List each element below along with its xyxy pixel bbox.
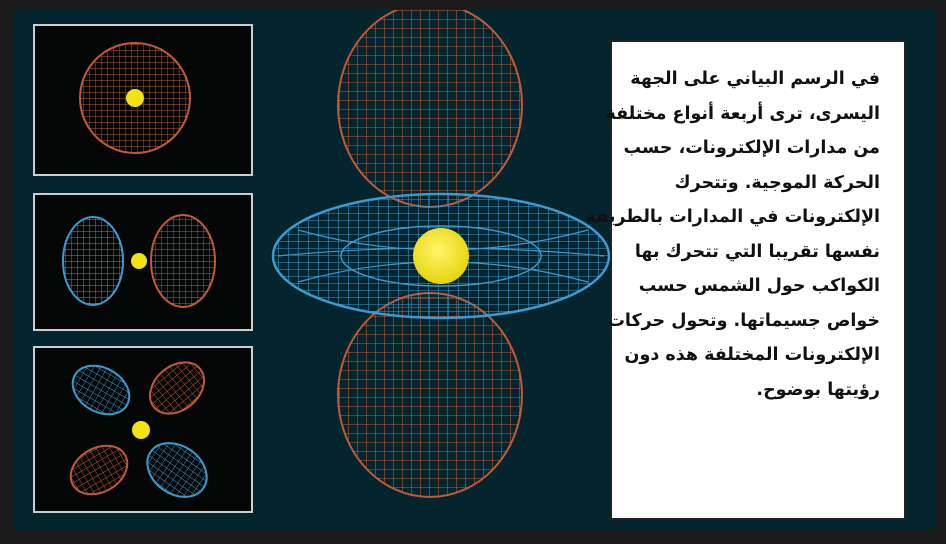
caption-box: في الرسم البياني على الجهة اليسرى، ترى أ…	[610, 40, 906, 520]
caption-text: في الرسم البياني على الجهة اليسرى، ترى أ…	[616, 62, 880, 407]
d-orbital-panel	[33, 346, 253, 513]
caption-line: في الرسم البياني على الجهة	[616, 62, 880, 97]
caption-line: نفسها تقريبا التي تتحرك بها	[616, 235, 880, 270]
caption-line: رؤيتها بوضوح.	[616, 373, 880, 408]
central-orbital	[258, 10, 628, 529]
illustration: في الرسم البياني على الجهة اليسرى، ترى أ…	[13, 10, 935, 529]
d-orbital-lobe-blue	[137, 432, 217, 508]
p-orbital-panel	[33, 193, 253, 331]
caption-line: الإلكترونات في المدارات بالطريقة	[616, 200, 880, 235]
p-orbital-lobe-blue	[63, 217, 123, 305]
d-orbital-lobe-orange	[62, 436, 136, 504]
caption-line: الكواكب حول الشمس حسب	[616, 269, 880, 304]
caption-line: اليسرى، ترى أربعة أنواع مختلفة	[616, 97, 880, 132]
caption-line: الحركة الموجية. وتتحرك	[616, 166, 880, 201]
caption-line: من مدارات الإلكترونات، حسب	[616, 131, 880, 166]
nucleus	[132, 421, 150, 439]
nucleus	[131, 253, 147, 269]
dz2-orbital-diagram	[258, 10, 628, 529]
nucleus	[126, 89, 144, 107]
s-orbital-diagram	[35, 26, 251, 174]
d-orbital-diagram	[35, 348, 251, 511]
dz2-lower-lobe	[338, 293, 522, 497]
caption-line: الإلكترونات المختلفة هذه دون	[616, 338, 880, 373]
d-orbital-lobe-blue	[64, 356, 138, 424]
p-orbital-diagram	[35, 195, 251, 329]
d-orbital-lobe-orange	[140, 352, 214, 424]
dz2-upper-lobe	[338, 10, 522, 207]
p-orbital-lobe-orange	[151, 215, 215, 307]
nucleus	[413, 228, 469, 284]
caption-line: خواص جسيماتها. وتحول حركات	[616, 304, 880, 339]
s-orbital-panel	[33, 24, 253, 176]
